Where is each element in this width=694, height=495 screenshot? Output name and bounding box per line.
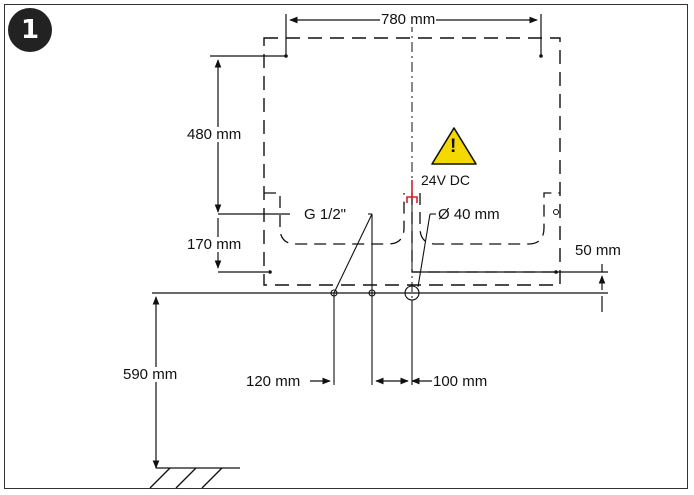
step-number-badge: 1	[8, 8, 52, 52]
offset-label: 50 mm	[574, 242, 622, 259]
voltage-label: 24V DC	[421, 172, 471, 188]
width-label: 780 mm	[380, 11, 437, 28]
mounting-holes	[268, 54, 558, 274]
offset-dimension	[412, 264, 608, 312]
pipe-thread-label: G 1/2"	[303, 206, 348, 223]
floor-height-label: 590 mm	[122, 366, 179, 383]
voltage-marker	[406, 180, 418, 203]
warning-symbol: !	[450, 136, 457, 157]
height-upper-label: 480 mm	[186, 126, 243, 143]
pipe-spacing-label: 120 mm	[245, 373, 302, 390]
drain-spacing-label: 100 mm	[432, 373, 489, 390]
height-lower-label: 170 mm	[186, 236, 243, 253]
pipe-connections	[330, 213, 436, 385]
warning-triangle-icon	[431, 127, 477, 165]
ground-hatch-icon	[149, 467, 240, 489]
mounting-hole-ring	[553, 209, 559, 215]
drain-diameter-label: Ø 40 mm	[437, 206, 501, 223]
